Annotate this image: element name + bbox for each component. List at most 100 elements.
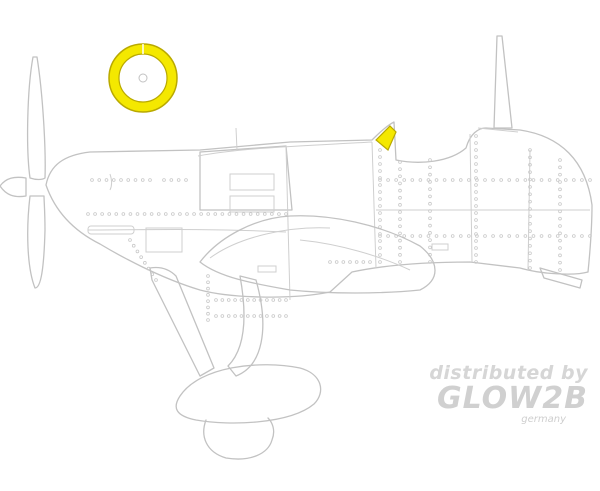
rivet xyxy=(398,217,402,221)
rivet xyxy=(114,212,119,216)
rivet xyxy=(539,234,544,238)
rivet xyxy=(378,253,382,257)
rivet xyxy=(100,212,104,216)
rivet xyxy=(428,223,432,228)
rivet xyxy=(426,234,431,238)
rivet xyxy=(277,212,281,216)
rivet xyxy=(328,260,332,264)
rivet xyxy=(474,148,478,152)
rivet xyxy=(474,183,478,187)
rivet xyxy=(428,201,432,206)
rivet xyxy=(428,158,432,162)
rivet xyxy=(428,238,432,242)
rivet xyxy=(528,155,532,160)
rivet xyxy=(378,246,382,250)
rivet xyxy=(239,314,244,318)
rivet-rows xyxy=(86,134,592,322)
rivet xyxy=(572,234,576,238)
rivet xyxy=(558,268,562,272)
rivet xyxy=(128,238,132,242)
rivet xyxy=(368,260,372,264)
rivet xyxy=(531,234,536,238)
rivet xyxy=(192,212,196,216)
rivet xyxy=(378,197,382,201)
rivet xyxy=(398,174,402,179)
rivet xyxy=(398,195,402,200)
rivet xyxy=(428,165,432,170)
rivet xyxy=(206,293,210,297)
rivet xyxy=(507,234,512,238)
rivet xyxy=(284,212,288,216)
rivet xyxy=(507,178,512,182)
watermark-logo-text: GLOW2B xyxy=(436,381,588,416)
rivet xyxy=(142,212,147,216)
rivet xyxy=(206,305,210,310)
rivet xyxy=(558,246,562,250)
rivet xyxy=(135,249,140,254)
rivet xyxy=(580,178,584,182)
rivet xyxy=(111,178,116,182)
rivet xyxy=(378,155,382,159)
rivet xyxy=(499,234,503,238)
rivet xyxy=(428,194,432,199)
rivet xyxy=(398,181,402,186)
rivet xyxy=(163,212,168,216)
rivet xyxy=(572,178,576,182)
rivet xyxy=(143,261,147,265)
watermark-line3: germany xyxy=(521,414,566,425)
rivet xyxy=(239,298,244,302)
rivet xyxy=(90,178,94,182)
rivet xyxy=(206,280,210,285)
rivet xyxy=(491,178,495,182)
fuselage-outline xyxy=(45,35,593,301)
rivet xyxy=(558,180,562,184)
rivet xyxy=(555,234,560,238)
rivet xyxy=(86,212,90,216)
rivet xyxy=(555,178,560,182)
rivet xyxy=(539,178,544,182)
rivet xyxy=(246,298,250,302)
rivet xyxy=(139,255,143,259)
rivet xyxy=(418,178,423,182)
rivet xyxy=(156,212,161,216)
distributor-watermark: distributed by GLOW2B germany xyxy=(408,362,588,425)
rivet xyxy=(277,298,282,302)
rivet xyxy=(528,258,532,263)
rivet xyxy=(378,178,382,182)
rivet xyxy=(233,314,237,318)
rivet xyxy=(528,199,532,204)
rivet xyxy=(149,212,154,216)
rivet xyxy=(474,197,478,201)
rivet xyxy=(474,239,478,243)
rivet xyxy=(474,260,478,264)
rivet xyxy=(474,169,478,173)
rivet xyxy=(258,314,263,318)
rivet xyxy=(434,178,439,182)
rivet xyxy=(394,178,398,182)
rivet xyxy=(398,167,402,171)
rivet xyxy=(341,260,346,264)
rivet xyxy=(206,274,210,278)
rivet xyxy=(398,160,402,164)
rivet xyxy=(467,234,471,238)
rivet xyxy=(277,314,282,318)
rivet xyxy=(428,245,432,250)
canopy-window-mask-icon xyxy=(375,125,397,151)
rivet xyxy=(515,178,520,182)
rivet xyxy=(402,234,407,238)
rivet xyxy=(528,177,532,182)
rivet xyxy=(528,185,532,189)
rivet xyxy=(410,234,415,238)
rivet xyxy=(378,260,382,264)
rivet xyxy=(588,178,592,182)
rivet xyxy=(378,183,382,187)
rivet xyxy=(107,212,112,216)
rivet xyxy=(528,221,532,226)
rivet xyxy=(558,187,562,192)
rivet xyxy=(398,188,402,193)
rivet xyxy=(265,314,269,318)
rivet xyxy=(135,212,140,216)
rivet xyxy=(563,178,568,182)
rivet xyxy=(252,314,256,318)
